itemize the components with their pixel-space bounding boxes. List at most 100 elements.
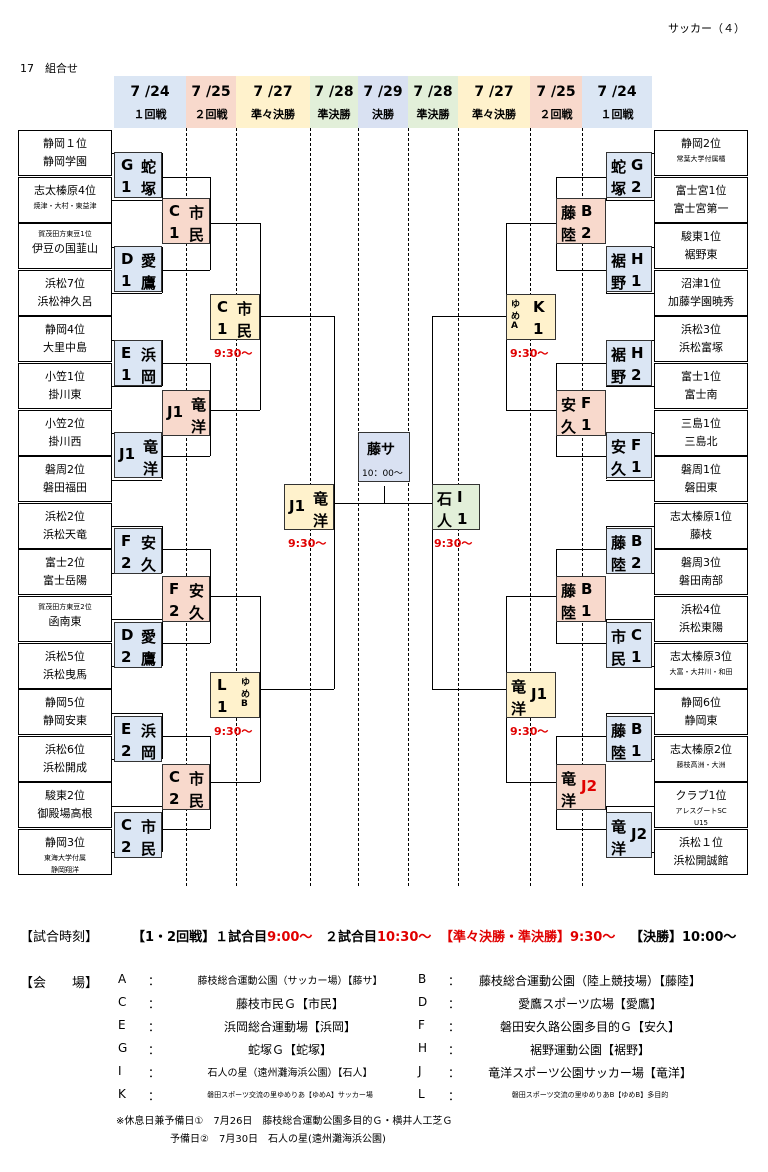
bracket-line-v-38: [260, 223, 261, 410]
venue-char: 2: [169, 602, 180, 620]
match-time-l-qf1: 9:30〜: [214, 347, 253, 360]
right-team-15: 浜松１位浜松開誠館: [654, 829, 748, 875]
team-seed: 志太榛原3位: [670, 649, 732, 663]
venue-char: 1: [169, 224, 180, 242]
schedule-r12: 【1・2回戦】１試合目9:00〜 ２試合目10:30〜: [132, 926, 431, 945]
round-name: １回戦: [133, 108, 167, 121]
venue-char: 洋: [191, 418, 207, 436]
venue-char: 市: [237, 300, 253, 318]
bracket-line-h-39: [210, 596, 260, 597]
round-name: 準々決勝: [472, 108, 516, 121]
right-team-7: 磐周1位磐田東: [654, 456, 748, 503]
team-name: 藤枝: [690, 527, 712, 541]
round-date: 7 /24: [597, 84, 637, 100]
bracket-line-h-37: [210, 409, 260, 411]
bracket-line-h-71: [556, 269, 606, 271]
venue-code-K: K: [118, 1087, 126, 1101]
venue-code-B: B: [418, 972, 427, 986]
venue-code-E: E: [118, 1018, 126, 1032]
team-name: 掛川東: [48, 388, 82, 401]
venue-name-B: 藤枝総合運動公園（陸上競技場）【藤陸】: [478, 974, 701, 988]
venues-label: 【会 場】: [20, 976, 99, 991]
venue-name-F: 磐田安久路公園多目的Ｇ【安久】: [499, 1020, 680, 1034]
venue-char: 陸: [561, 226, 577, 244]
round-date: 7 /29: [363, 84, 403, 100]
left-team-8: 浜松2位浜松天竜: [18, 502, 112, 549]
venue-char: C: [169, 768, 181, 786]
bracket-line-h-1: [112, 199, 162, 201]
bracket-line-h-83: [506, 409, 556, 411]
venue-char: 蛇: [141, 158, 157, 176]
venue-colon: ：: [448, 1043, 461, 1057]
bracket-line-h-50: [606, 293, 654, 295]
venue-char: 民: [237, 322, 253, 340]
bracket-line-h-76: [556, 549, 606, 551]
venue-name-L: 磐田スポーツ交流の里ゆめりあB【ゆめB】多目的: [511, 1091, 669, 1099]
team-name: 裾野東: [684, 248, 718, 262]
venue-name-D: 愛鷹スポーツ広場【愛鷹】: [518, 997, 662, 1011]
team-seed: 浜松7位: [45, 276, 85, 290]
venue-char: 竜: [561, 770, 577, 788]
bracket-line-h-86: [506, 782, 556, 784]
team-seed: 浜松6位: [45, 742, 85, 756]
venue-box-final: 藤サ: [358, 432, 410, 482]
team-name: 静岡東: [684, 714, 718, 728]
team-seed: 静岡5位: [45, 696, 85, 710]
venue-char: 1: [121, 178, 132, 196]
venue-char: 1: [217, 698, 228, 716]
venue-char: 1: [121, 272, 132, 290]
venue-char: B: [631, 720, 643, 738]
venue-char: B: [581, 202, 593, 220]
bracket-line-h-15: [112, 619, 162, 621]
venue-char: G: [121, 156, 134, 174]
team-name: 掛川西: [48, 434, 82, 448]
round-name: 準決勝: [317, 108, 351, 121]
venue-char: 人: [437, 512, 453, 530]
left-team-15: 静岡3位東海大学付属静岡翔洋: [18, 829, 112, 875]
team-seed: 駿東2位: [45, 789, 85, 803]
team-seed: 浜松１位: [679, 836, 723, 849]
team-seed: 磐周2位: [45, 463, 85, 477]
venue-char: 洋: [611, 840, 627, 858]
venue-char: 野: [611, 368, 627, 386]
team-seed: 駿東1位: [681, 230, 721, 244]
team-name: 富士南: [684, 388, 718, 401]
team-name: 静岡学園: [43, 155, 87, 168]
venue-code-D: D: [418, 995, 428, 1009]
team-name: 伊豆の国韮山: [32, 242, 98, 256]
venue-char: B: [581, 580, 593, 598]
venue-char: 愛: [141, 628, 157, 646]
team-seed: 浜松2位: [45, 509, 85, 523]
venue-char: 市: [611, 628, 627, 646]
venue-char: 2: [631, 178, 642, 196]
venue-char: 1: [581, 416, 592, 434]
venue-char: 2: [631, 554, 642, 572]
venue-char: C: [169, 202, 181, 220]
venue-colon: ：: [448, 1089, 461, 1103]
venue-char: 民: [189, 226, 205, 244]
bracket-line-h-89: [432, 689, 506, 691]
venue-char: 洋: [143, 460, 159, 478]
r12-label: 【1・2回戦】１試合目: [132, 930, 268, 945]
bracket-line-h-7: [112, 386, 162, 388]
right-team-11: 志太榛原3位大富・大井川・和田: [654, 642, 748, 689]
venue-char: 市: [189, 204, 205, 222]
column-divider-3: [358, 128, 359, 886]
venue-char: 民: [611, 650, 627, 668]
venue-char: E: [121, 344, 132, 362]
venue-colon: ：: [148, 1020, 161, 1034]
bracket-line-h-85: [506, 596, 556, 597]
team-seed: 富士宮1位: [675, 183, 727, 197]
